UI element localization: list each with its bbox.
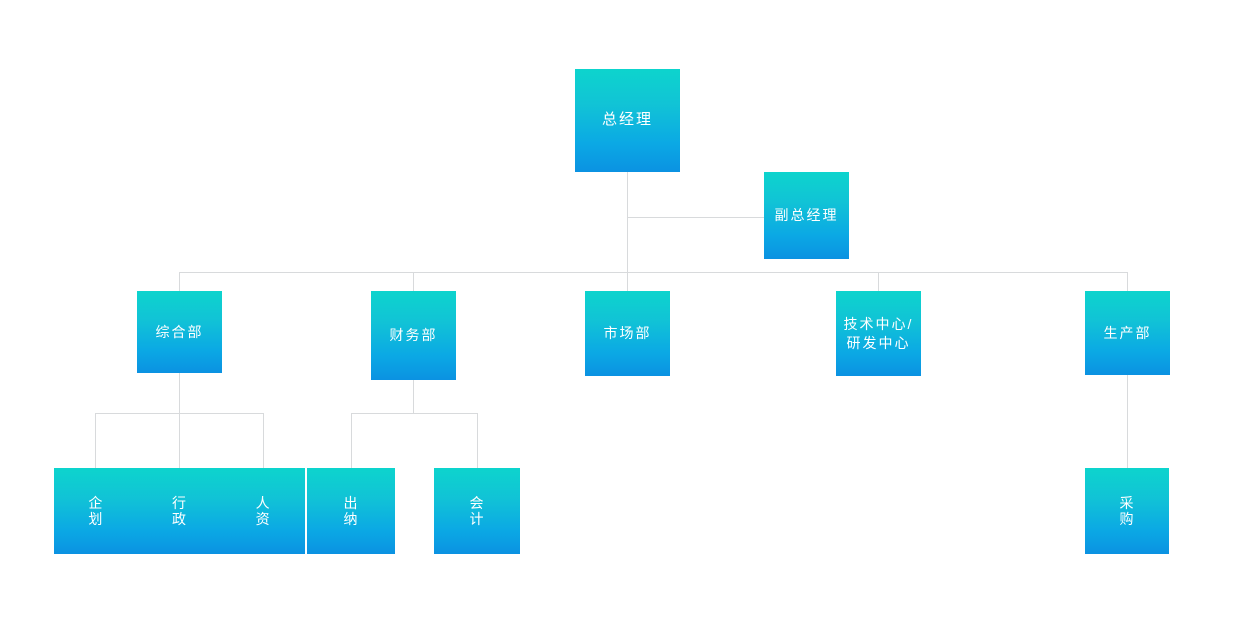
connector-drop-human-resources [263, 413, 264, 468]
node-administration[interactable]: 行政 [138, 468, 222, 554]
connector-drop-marketing [627, 272, 628, 291]
node-general-manager-label: 总经理 [601, 111, 653, 129]
node-production[interactable]: 生产部 [1085, 291, 1170, 375]
node-deputy-general-manager-label: 副总经理 [774, 207, 839, 224]
node-finance[interactable]: 财务部 [371, 291, 456, 380]
connector-general-affairs-stem [179, 373, 180, 413]
connector-drop-tech-rd [878, 272, 879, 291]
node-planning-label: 企划 [88, 494, 104, 527]
node-procurement-label: 采购 [1119, 494, 1135, 527]
node-general-affairs-subunits-group: 企划 行政 人资 [54, 468, 305, 554]
node-procurement[interactable]: 采购 [1085, 468, 1169, 554]
node-production-label: 生产部 [1103, 324, 1152, 341]
node-cashier[interactable]: 出纳 [307, 468, 395, 554]
connector-drop-administration [179, 413, 180, 468]
node-general-affairs[interactable]: 综合部 [137, 291, 222, 373]
node-accounting-label: 会计 [469, 494, 485, 527]
connector-production-to-procurement [1127, 375, 1128, 468]
node-planning[interactable]: 企划 [54, 468, 138, 554]
connector-gm-to-deputy [627, 217, 764, 218]
node-marketing[interactable]: 市场部 [585, 291, 670, 376]
node-tech-rd-center[interactable]: 技术中心/ 研发中心 [836, 291, 921, 376]
connector-finance-stem [413, 380, 414, 413]
node-tech-rd-center-label-line2: 研发中心 [846, 334, 911, 351]
connector-gm-trunk [627, 172, 628, 272]
node-administration-label: 行政 [172, 494, 187, 527]
node-cashier-label: 出纳 [343, 494, 359, 527]
connector-level2-bus [179, 272, 1128, 273]
node-tech-rd-center-label-line1: 技术中心/ [843, 315, 914, 332]
connector-drop-planning [95, 413, 96, 468]
node-finance-label: 财务部 [389, 327, 438, 344]
connector-drop-general-affairs [179, 272, 180, 291]
connector-drop-finance [413, 272, 414, 291]
node-accounting[interactable]: 会计 [434, 468, 520, 554]
node-deputy-general-manager[interactable]: 副总经理 [764, 172, 849, 259]
node-general-affairs-label: 综合部 [155, 323, 204, 340]
node-human-resources-label: 人资 [255, 494, 271, 527]
connector-drop-production [1127, 272, 1128, 291]
node-general-manager[interactable]: 总经理 [575, 69, 680, 172]
connector-drop-cashier [351, 413, 352, 468]
node-human-resources[interactable]: 人资 [221, 468, 305, 554]
node-marketing-label: 市场部 [603, 325, 652, 342]
connector-drop-accounting [477, 413, 478, 468]
connector-finance-bus [351, 413, 478, 414]
